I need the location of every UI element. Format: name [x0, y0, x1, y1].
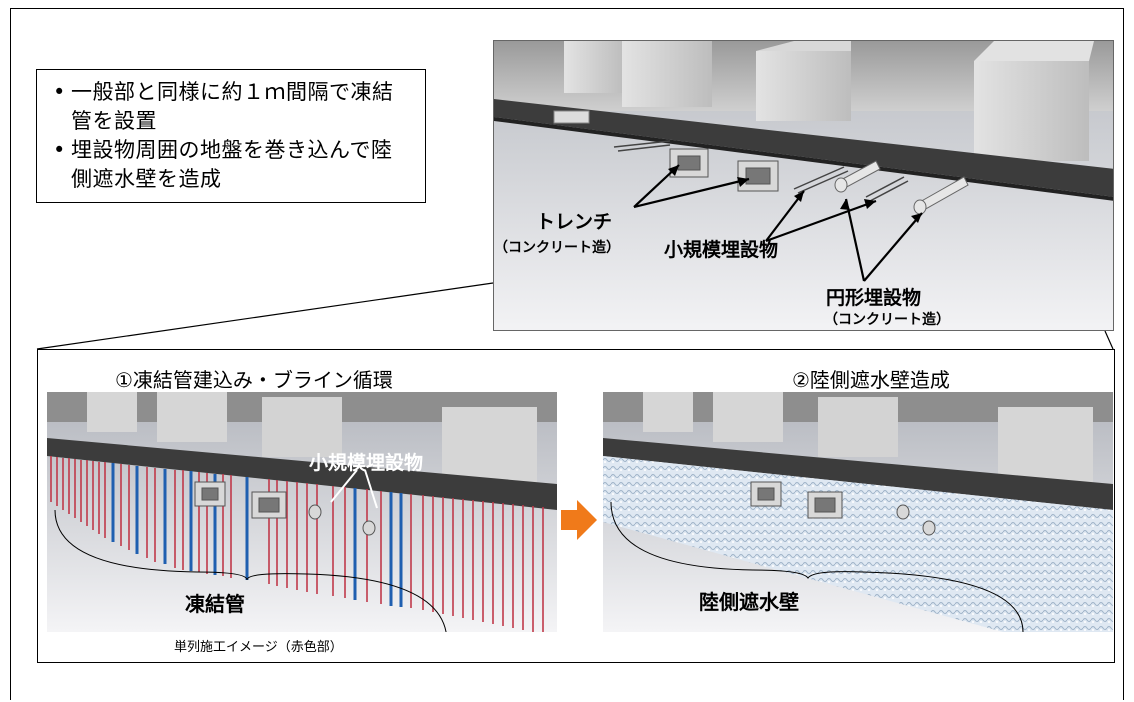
step1-title: ①凍結管建込み・ブライン循環: [115, 368, 393, 392]
label-small-buried: 小規模埋設物: [664, 239, 779, 261]
notes-box: 一般部と同様に約１ｍ間隔で凍結管を設置 埋設物周囲の地盤を巻き込んで陸側遮水壁を…: [36, 69, 426, 203]
step1-scene-illustration: 小規模埋設物 凍結管: [47, 392, 557, 632]
label-freeze-pipe: 凍結管: [185, 592, 245, 616]
caption-text: 単列施工イメージ（赤色部）: [174, 640, 343, 655]
slide-frame: [10, 8, 1124, 700]
label-trench: トレンチ: [536, 211, 613, 233]
main-scene-illustration: トレンチ （コンクリート造） 小規模埋設物 円形埋設物 （コンクリート造）: [493, 40, 1114, 331]
process-arrow-icon: [561, 500, 597, 540]
label-round-buried: 円形埋設物: [826, 287, 922, 309]
label-trench-sub: （コンクリート造）: [494, 240, 620, 256]
step2-scene-illustration: 陸側遮水壁: [603, 392, 1113, 632]
label-land-side-wall: 陸側遮水壁: [699, 590, 799, 614]
note-item: 一般部と同様に約１ｍ間隔で凍結管を設置: [49, 78, 413, 136]
label-round-sub: （コンクリート造）: [824, 312, 950, 328]
step2-title: ②陸側遮水壁造成: [792, 368, 950, 392]
note-item: 埋設物周囲の地盤を巻き込んで陸側遮水壁を造成: [49, 136, 413, 194]
label-small-buried-step1: 小規模埋設物: [309, 452, 424, 474]
